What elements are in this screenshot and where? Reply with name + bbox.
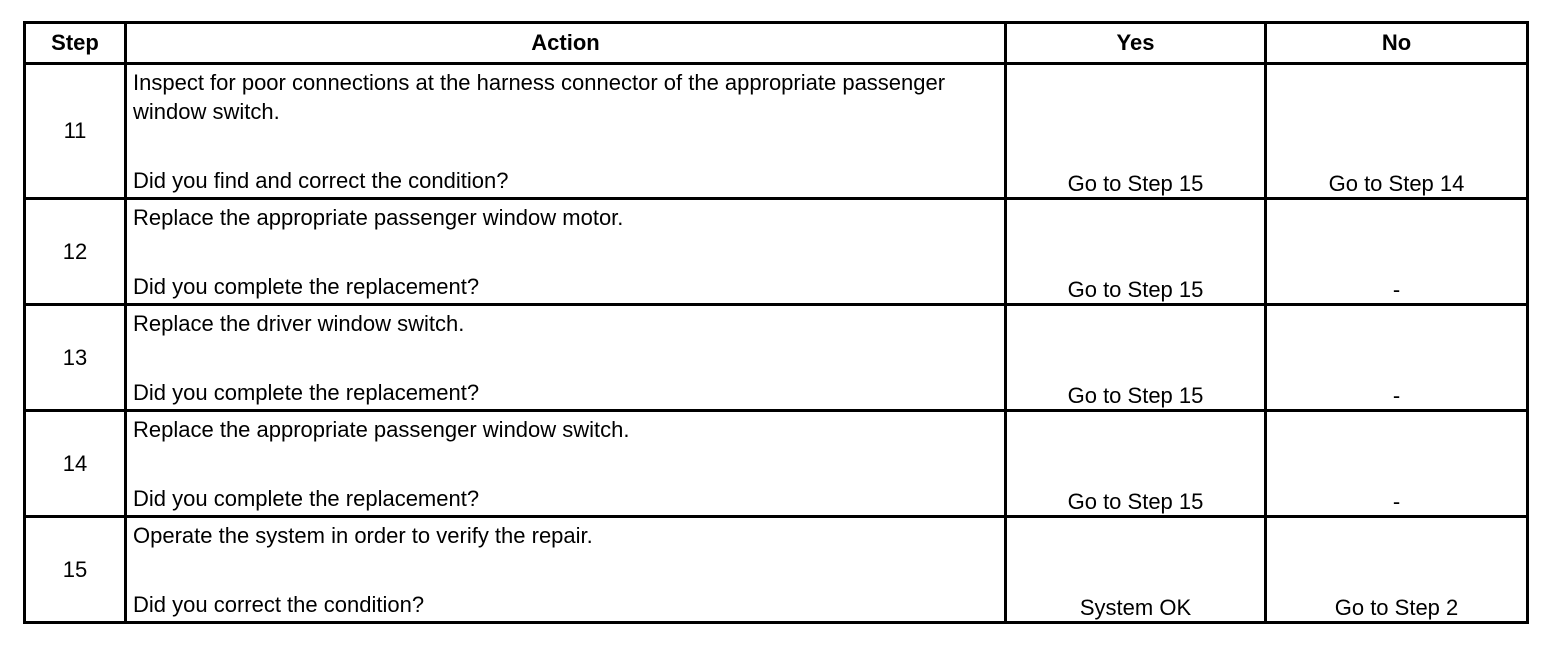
step-number: 11	[23, 62, 127, 200]
action-cell: Replace the appropriate passenger window…	[124, 197, 1007, 306]
action-cell: Operate the system in order to verify th…	[124, 515, 1007, 624]
table-row: 15 Operate the system in order to verify…	[23, 515, 1529, 624]
header-no: No	[1264, 21, 1529, 65]
yes-result: Go to Step 15	[1004, 197, 1267, 306]
step-number: 15	[23, 515, 127, 624]
no-result: -	[1264, 197, 1529, 306]
header-step: Step	[23, 21, 127, 65]
action-text: Inspect for poor connections at the harn…	[133, 70, 946, 124]
action-cell: Replace the appropriate passenger window…	[124, 409, 1007, 518]
question-text: Did you complete the replacement?	[133, 274, 480, 299]
table-row: 14 Replace the appropriate passenger win…	[23, 409, 1529, 518]
question-text: Did you find and correct the condition?	[133, 168, 509, 193]
action-text: Operate the system in order to verify th…	[133, 523, 593, 548]
action-text: Replace the appropriate passenger window…	[133, 417, 630, 442]
yes-result: System OK	[1004, 515, 1267, 624]
yes-result: Go to Step 15	[1004, 303, 1267, 412]
yes-result: Go to Step 15	[1004, 62, 1267, 200]
step-number: 13	[23, 303, 127, 412]
action-text: Replace the driver window switch.	[133, 311, 465, 336]
table-row: 11 Inspect for poor connections at the h…	[23, 62, 1529, 200]
question-text: Did you complete the replacement?	[133, 486, 480, 511]
question-text: Did you complete the replacement?	[133, 380, 480, 405]
header-yes: Yes	[1004, 21, 1267, 65]
no-result: Go to Step 2	[1264, 515, 1529, 624]
question-text: Did you correct the condition?	[133, 592, 425, 617]
no-result: -	[1264, 409, 1529, 518]
action-cell: Replace the driver window switch. Did yo…	[124, 303, 1007, 412]
yes-result: Go to Step 15	[1004, 409, 1267, 518]
diagnostic-table-container: Step Action Yes No 11 Inspect for poor c…	[23, 21, 1529, 624]
step-number: 14	[23, 409, 127, 518]
no-result: -	[1264, 303, 1529, 412]
step-number: 12	[23, 197, 127, 306]
diagnostic-table: Step Action Yes No 11 Inspect for poor c…	[23, 21, 1529, 624]
action-cell: Inspect for poor connections at the harn…	[124, 62, 1007, 200]
action-text: Replace the appropriate passenger window…	[133, 205, 624, 230]
table-row: 13 Replace the driver window switch. Did…	[23, 303, 1529, 412]
table-row: 12 Replace the appropriate passenger win…	[23, 197, 1529, 306]
no-result: Go to Step 14	[1264, 62, 1529, 200]
header-row: Step Action Yes No	[23, 21, 1529, 65]
header-action: Action	[124, 21, 1007, 65]
